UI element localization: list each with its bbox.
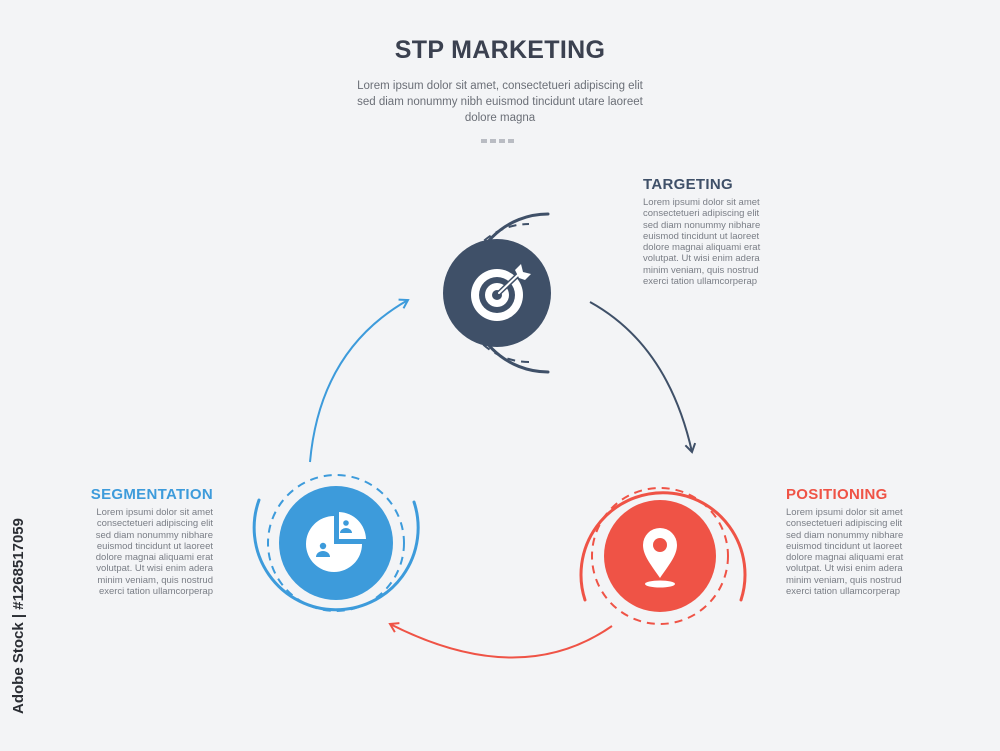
page-title: STP MARKETING: [394, 36, 606, 64]
targeting-node: [443, 212, 551, 374]
positioning-description: Lorem ipsumi dolor sit amet consectetuer…: [786, 507, 904, 598]
watermark-text: Adobe Stock | #1268517059: [10, 518, 27, 714]
targeting-description: Lorem ipsumi dolor sit amet consectetuer…: [643, 197, 761, 288]
divider-dots: [481, 130, 521, 143]
positioning-node: [579, 487, 747, 625]
segmentation-description: Lorem ipsumi dolor sit amet consectetuer…: [95, 507, 213, 598]
positioning-title: POSITIONING: [786, 486, 888, 503]
arrow-positioning-to-segmentation: [388, 622, 613, 659]
watermark: Adobe Stock | #1268517059: [10, 518, 27, 714]
arrow-segmentation-to-targeting: [309, 298, 410, 463]
target-icon: [471, 264, 531, 321]
page-subtitle: Lorem ipsum dolor sit amet, consectetuer…: [357, 80, 643, 124]
segmentation-title: SEGMENTATION: [90, 486, 213, 503]
targeting-title: TARGETING: [643, 176, 733, 193]
segmentation-node: [252, 474, 420, 612]
location-pin-icon: [643, 528, 677, 588]
pie-chart-users-icon: [306, 512, 366, 572]
arrow-targeting-to-positioning: [589, 301, 697, 454]
